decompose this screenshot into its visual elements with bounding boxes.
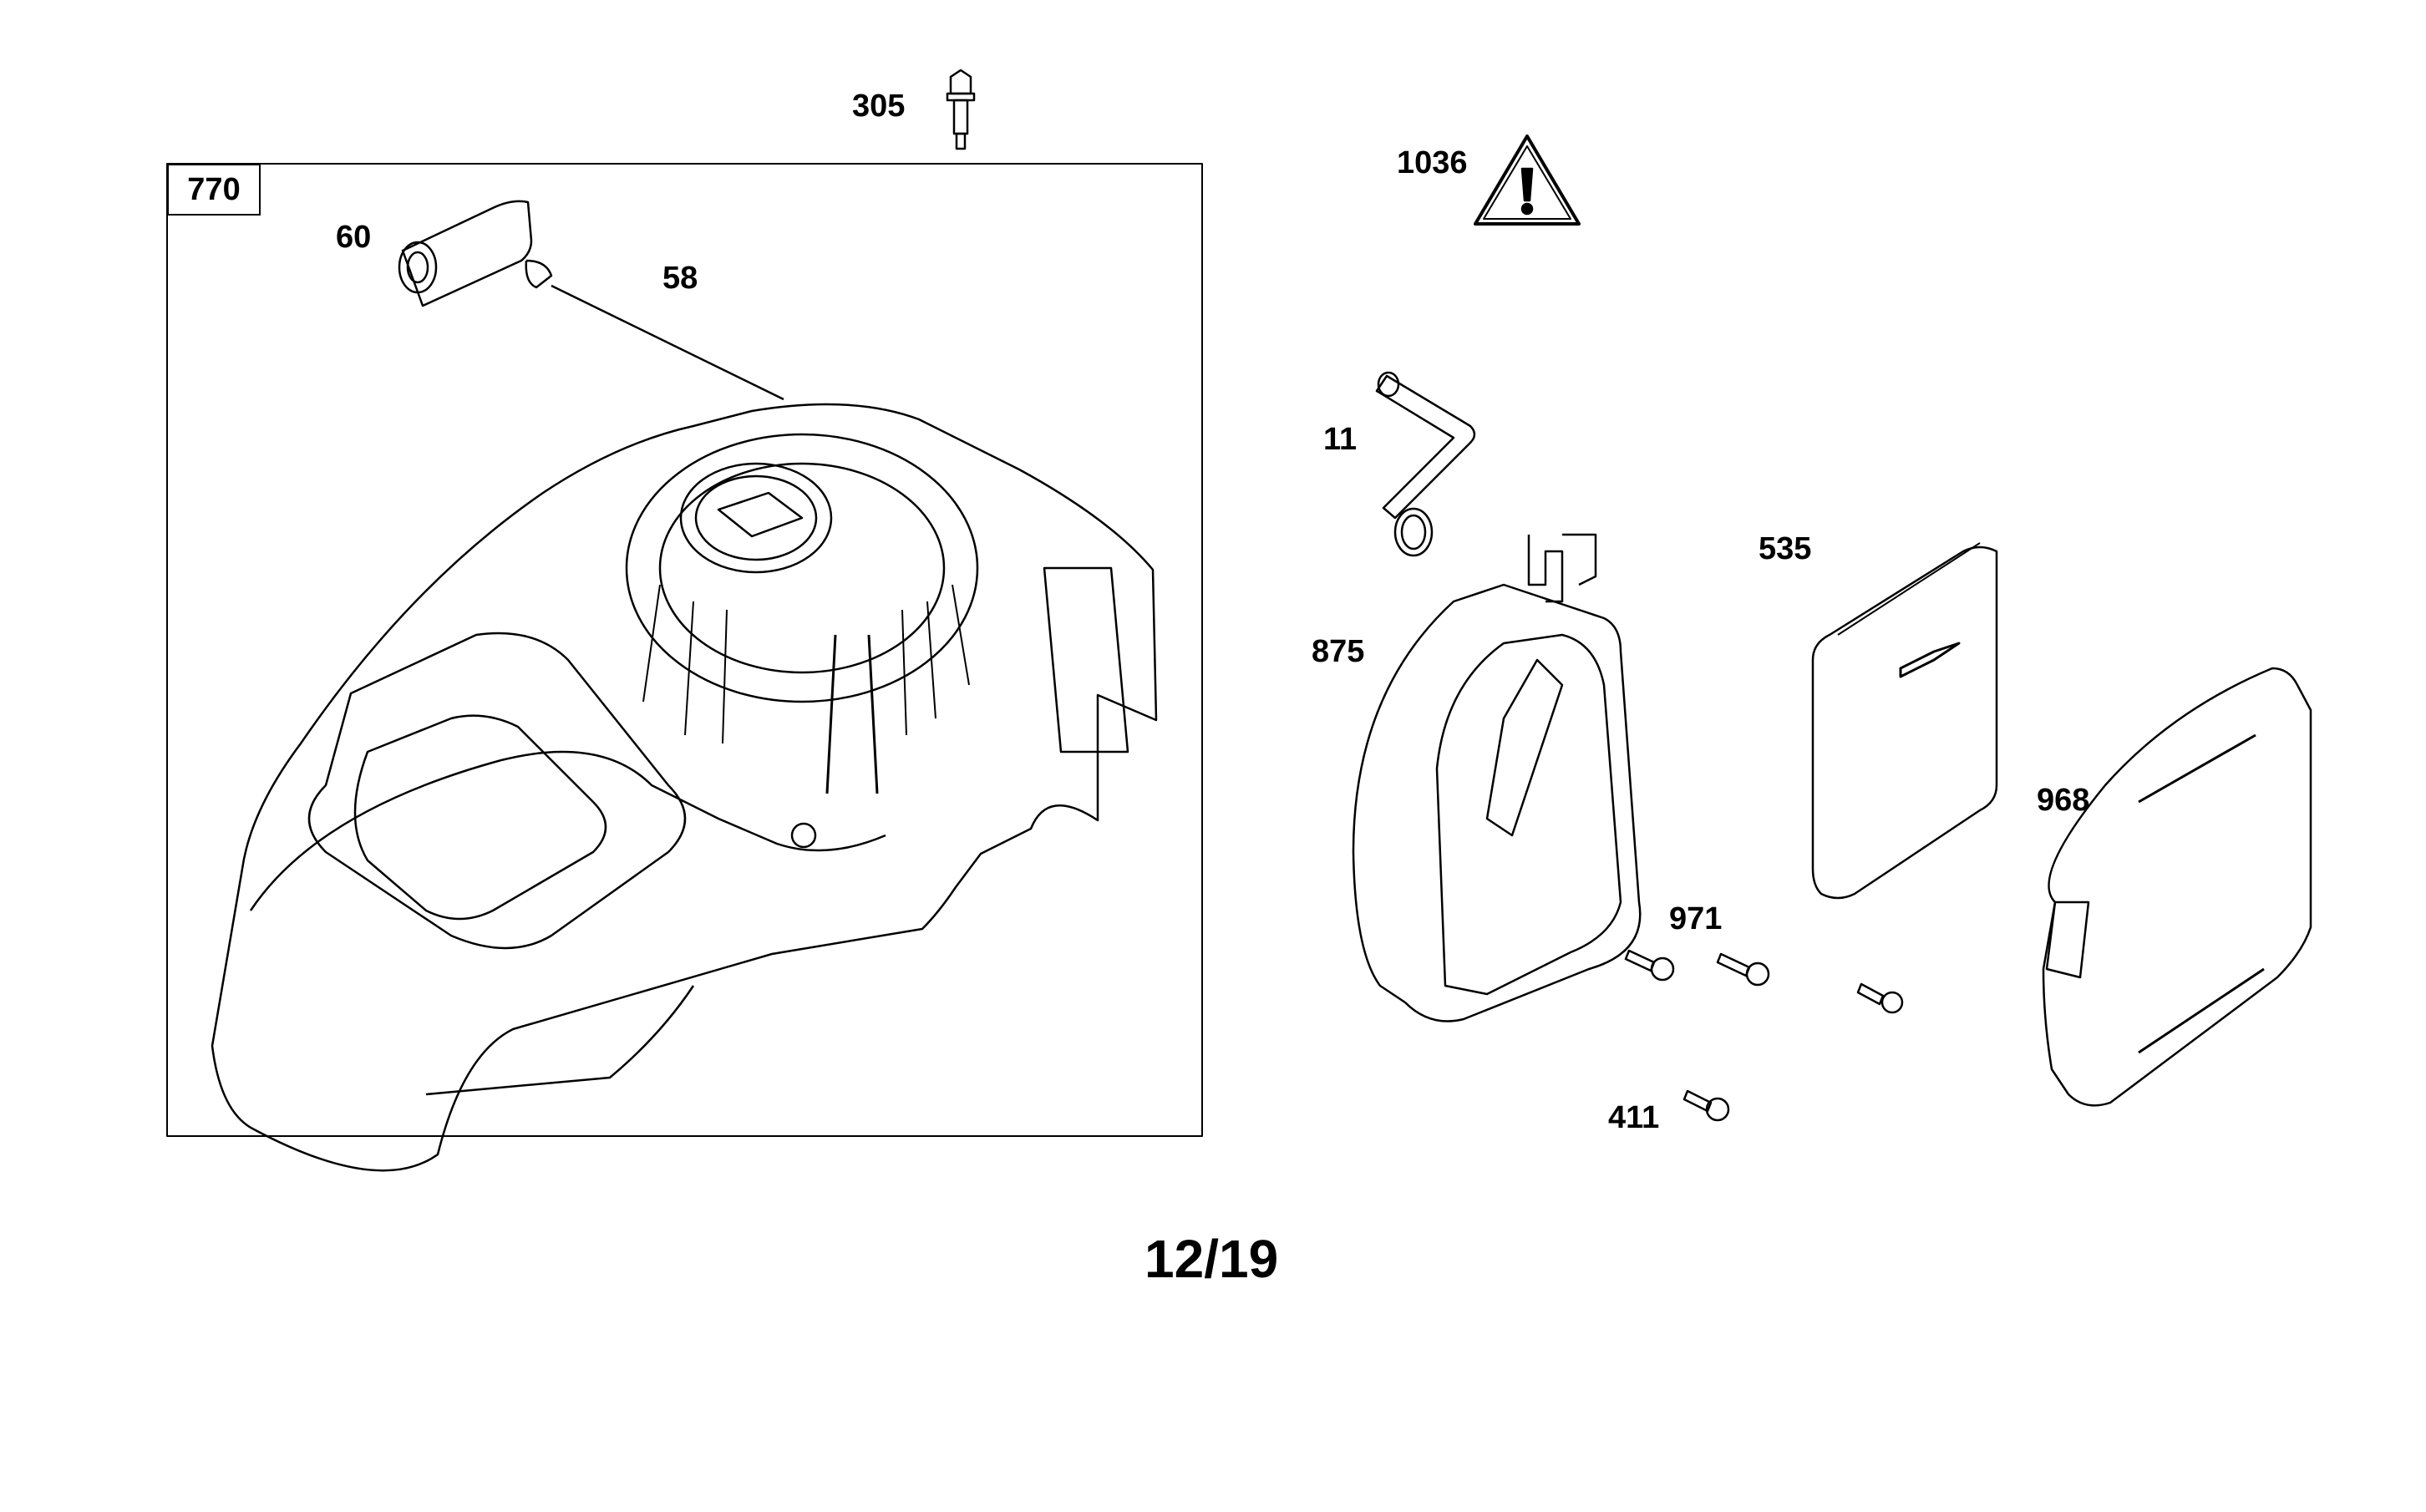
callout-535: 535 [1759, 531, 1812, 566]
breather-tube-drawing [1375, 371, 1476, 557]
callout-11: 11 [1323, 422, 1358, 457]
screw-411 [1682, 1089, 1730, 1122]
assembly-tag-770: 770 [167, 164, 261, 216]
blower-housing-drawing [211, 403, 1158, 1172]
callout-58: 58 [662, 261, 698, 296]
screw-971-a [1624, 949, 1675, 982]
screw-971-b [1716, 952, 1770, 987]
assembly-frame [166, 163, 1203, 1137]
callout-305: 305 [852, 89, 906, 124]
callout-875: 875 [1312, 634, 1365, 669]
bolt-305-drawing [946, 68, 976, 150]
air-filter-drawing [1811, 542, 1998, 900]
callout-411: 411 [1608, 1100, 1660, 1135]
callout-60: 60 [336, 220, 372, 255]
air-cleaner-cover-drawing [2042, 667, 2312, 1107]
callout-968: 968 [2037, 783, 2090, 818]
warning-triangle-icon [1474, 134, 1581, 226]
callout-971: 971 [1669, 901, 1723, 936]
callout-1036: 1036 [1397, 145, 1468, 180]
air-cleaner-base-drawing [1352, 533, 1642, 1022]
starter-handle-drawing [398, 200, 784, 401]
page-number: 12/19 [1144, 1229, 1279, 1289]
screw-971-c [1856, 982, 1904, 1014]
